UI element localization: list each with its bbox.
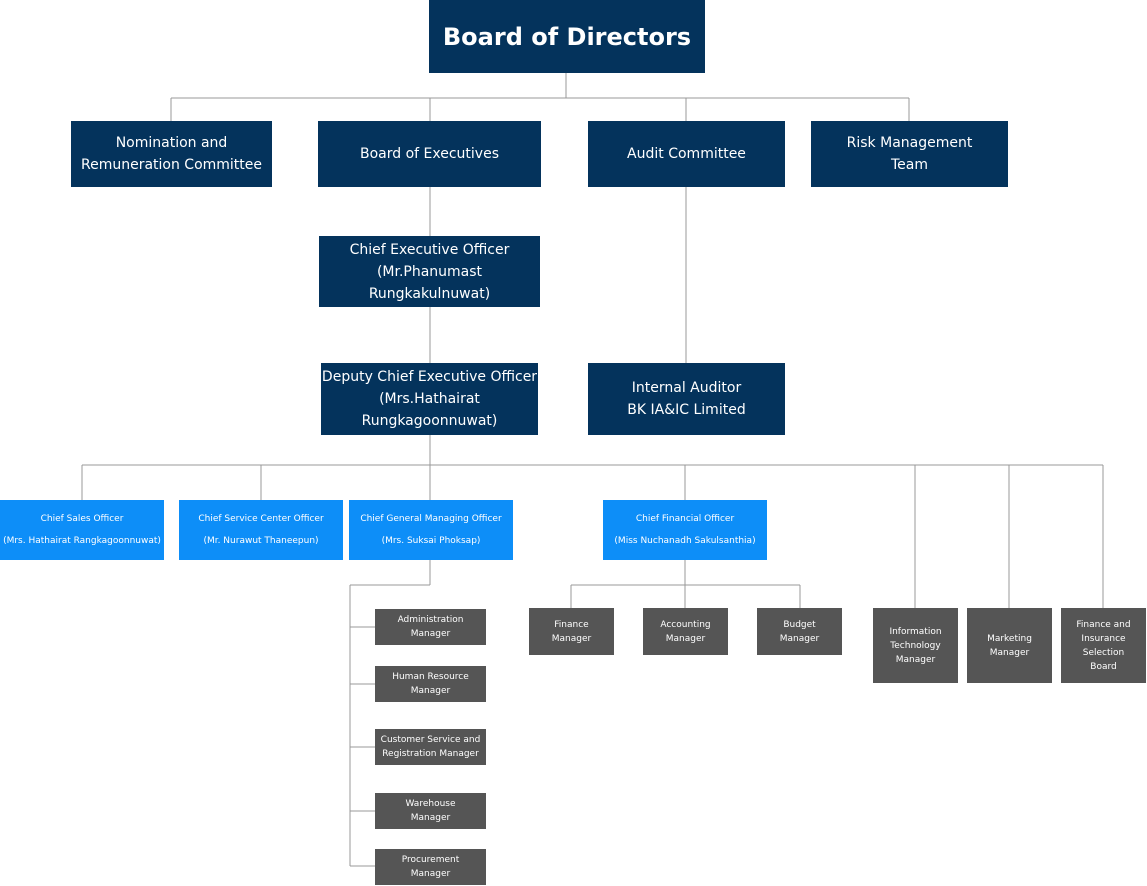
box-label-line1: Budget: [783, 619, 816, 630]
box-label-line2: (Mrs. Hathairat Rangkagoonnuwat): [3, 536, 161, 546]
box-label-line2: Team: [890, 157, 928, 173]
box-label-line2: Manager: [410, 869, 451, 879]
deputy-ceo-box: Deputy Chief Executive Officer (Mrs.Hath…: [321, 363, 538, 435]
box-label-line1: Nomination and: [115, 135, 228, 151]
budget-manager-box: Budget Manager: [757, 608, 842, 655]
box-label-line2: Insurance: [1081, 633, 1126, 644]
chief-financial-officer-box: Chief Financial Officer (Miss Nuchanadh …: [603, 500, 767, 560]
customer-service-registration-manager-box: Customer Service and Registration Manage…: [375, 729, 486, 765]
chief-sales-officer-box: Chief Sales Officer (Mrs. Hathairat Rang…: [0, 500, 164, 560]
board-of-executives-box: Board of Executives: [318, 121, 541, 187]
board-of-directors-box: Board of Directors: [429, 0, 705, 73]
box-label-line1: Procurement: [401, 855, 460, 865]
box-label-line1: Board of Executives: [360, 146, 499, 162]
box-label-line4: Board: [1090, 661, 1117, 672]
ceo-box: Chief Executive Officer (Mr.Phanumast Ru…: [319, 236, 540, 307]
box-label-line2: Manager: [410, 686, 451, 696]
box-label-line1: Finance: [554, 619, 589, 630]
chief-service-center-officer-box: Chief Service Center Officer (Mr. Nurawu…: [179, 500, 343, 560]
finance-insurance-selection-board-box: Finance and Insurance Selection Board: [1061, 608, 1146, 683]
audit-committee-box: Audit Committee: [588, 121, 785, 187]
internal-auditor-box: Internal Auditor BK IA&IC Limited: [588, 363, 785, 435]
box-label-line1: Chief Financial Officer: [635, 514, 735, 524]
box-label-line2: Manager: [665, 633, 706, 644]
box-label-line1: Accounting: [660, 619, 711, 630]
marketing-manager-box: Marketing Manager: [967, 608, 1052, 683]
box-label-line1: Chief Executive Officer: [349, 241, 510, 258]
finance-manager-box: Finance Manager: [529, 608, 614, 655]
box-label-line1: Warehouse: [405, 799, 456, 809]
box-label-line2: Manager: [551, 633, 592, 644]
box-label-line2: Manager: [410, 813, 451, 823]
box-label-line3: Manager: [895, 654, 936, 665]
box-label-line1: Administration: [397, 615, 464, 625]
box-label-line1: Finance and: [1076, 619, 1131, 630]
box-label-line2: Manager: [779, 633, 820, 644]
nomination-remuneration-committee-box: Nomination and Remuneration Committee: [71, 121, 272, 187]
box-label-line2: Manager: [410, 629, 451, 639]
box-label-line3: Selection: [1082, 647, 1125, 658]
box-label-line1: Human Resource: [392, 672, 469, 682]
warehouse-manager-box: Warehouse Manager: [375, 793, 486, 829]
board-of-directors-label: Board of Directors: [442, 22, 692, 51]
box-label-line2: (Mr. Nurawut Thaneepun): [203, 536, 319, 546]
box-label-line2: Remuneration Committee: [80, 157, 263, 173]
box-label-line1: Information: [889, 626, 942, 637]
human-resource-manager-box: Human Resource Manager: [375, 666, 486, 702]
chief-general-managing-officer-box: Chief General Managing Officer (Mrs. Suk…: [349, 500, 513, 560]
box-label-line1: Chief General Managing Officer: [360, 514, 502, 524]
box-label-line1: Marketing: [987, 633, 1032, 644]
box-label-line1: Audit Committee: [627, 146, 746, 162]
box-label-line2: (Miss Nuchanadh Sakulsanthia): [614, 536, 756, 546]
box-label-line2: BK IA&IC Limited: [627, 402, 746, 418]
risk-management-team-box: Risk Management Team: [811, 121, 1008, 187]
box-label-line2: Registration Manager: [382, 749, 479, 759]
box-label-line1: Customer Service and: [380, 735, 481, 745]
box-label-line1: Deputy Chief Executive Officer: [321, 369, 538, 385]
procurement-manager-box: Procurement Manager: [375, 849, 486, 885]
box-label-line1: Chief Sales Officer: [40, 514, 124, 524]
box-label-line1: Internal Auditor: [631, 380, 742, 396]
box-label-line1: Chief Service Center Officer: [198, 514, 324, 524]
accounting-manager-box: Accounting Manager: [643, 608, 728, 655]
box-label-line2: (Mrs.Hathairat Rungkagoonnuwat): [361, 391, 498, 429]
box-label-line2: Technology: [890, 640, 941, 651]
administration-manager-box: Administration Manager: [375, 609, 486, 645]
box-label-line2: Manager: [989, 647, 1030, 658]
information-technology-manager-box: Information Technology Manager: [873, 608, 958, 683]
box-label-line2: (Mrs. Suksai Phoksap): [381, 536, 481, 546]
box-label-line2: (Mr.Phanumast Rungkakulnuwat): [368, 263, 491, 302]
box-label-line1: Risk Management: [846, 135, 973, 151]
